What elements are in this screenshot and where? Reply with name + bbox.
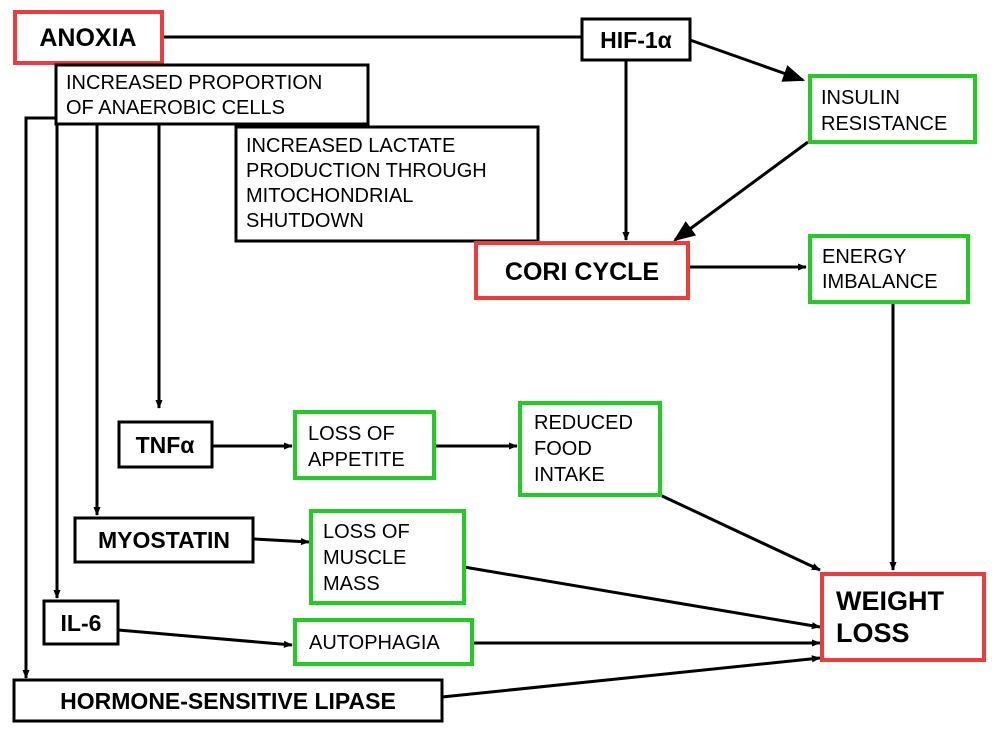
node-loss-of-muscle-mass-line-3: MASS: [323, 573, 380, 595]
edge-anaerobic-hsl: [22, 116, 56, 679]
node-weight-loss: WEIGHT LOSS: [820, 572, 986, 662]
node-lactate-line-3: MITOCHONDRIAL: [246, 185, 413, 207]
node-reduced-food-intake: REDUCED FOOD INTAKE: [518, 401, 662, 497]
node-anoxia: ANOXIA: [13, 10, 164, 65]
node-energy-imbalance: ENERGY IMBALANCE: [808, 234, 970, 304]
node-myostatin-label: MYOSTATIN: [98, 527, 230, 553]
node-autophagia: AUTOPHAGIA: [293, 618, 474, 666]
node-anaerobic-cells-line-1: INCREASED PROPORTION: [66, 72, 322, 94]
node-loss-of-appetite-line-2: APPETITE: [308, 449, 405, 471]
node-energy-imbalance-line-2: IMBALANCE: [822, 271, 938, 293]
node-il6: IL-6: [42, 599, 120, 646]
node-anaerobic-cells: INCREASED PROPORTION OF ANAEROBIC CELLS: [54, 63, 370, 126]
node-loss-of-muscle-mass-line-1: LOSS OF: [323, 521, 410, 543]
edge-insulin-resistance-cori-cycle: [673, 140, 809, 242]
node-loss-of-appetite: LOSS OF APPETITE: [293, 410, 436, 480]
edge-il6-autophagia: [117, 628, 293, 648]
node-cori-cycle: CORI CYCLE: [474, 241, 690, 300]
node-cori-cycle-label: CORI CYCLE: [505, 258, 659, 286]
node-hsl: HORMONE-SENSITIVE LIPASE: [12, 678, 444, 723]
edge-hif1a-insulin-resistance: [689, 38, 806, 82]
node-autophagia-label: AUTOPHAGIA: [309, 632, 440, 654]
edge-loss-of-muscle-mass-weight-loss: [463, 565, 821, 630]
node-lactate: INCREASED LACTATE PRODUCTION THROUGH MIT…: [234, 125, 540, 243]
node-lactate-line-1: INCREASED LACTATE: [246, 135, 455, 157]
node-loss-of-appetite-line-1: LOSS OF: [308, 423, 395, 445]
node-hif1a: HIF-1α: [580, 17, 692, 62]
node-hsl-label: HORMONE-SENSITIVE LIPASE: [60, 688, 396, 714]
edge-hsl-weight-loss: [441, 655, 821, 699]
node-insulin-resistance-line-1: INSULIN: [821, 87, 900, 109]
node-weight-loss-line-1: WEIGHT: [836, 586, 944, 616]
node-anaerobic-cells-line-2: OF ANAEROBIC CELLS: [66, 97, 285, 119]
node-myostatin: MYOSTATIN: [73, 516, 255, 564]
node-loss-of-muscle-mass: LOSS OF MUSCLE MASS: [309, 509, 466, 605]
node-loss-of-muscle-mass-line-2: MUSCLE: [323, 547, 406, 569]
node-reduced-food-intake-line-2: FOOD: [534, 438, 592, 460]
node-insulin-resistance-line-2: RESISTANCE: [821, 113, 947, 135]
node-insulin-resistance: INSULIN RESISTANCE: [808, 74, 977, 144]
node-energy-imbalance-line-1: ENERGY: [822, 246, 906, 268]
node-anoxia-label: ANOXIA: [39, 24, 136, 52]
node-reduced-food-intake-line-1: REDUCED: [534, 412, 633, 434]
node-tnfa: TNFα: [117, 420, 214, 469]
edge-reduced-food-intake-weight-loss: [659, 493, 821, 572]
node-lactate-line-2: PRODUCTION THROUGH: [246, 160, 487, 182]
node-il6-label: IL-6: [61, 610, 102, 636]
node-hif1a-label: HIF-1α: [600, 27, 672, 53]
node-lactate-line-4: SHUTDOWN: [246, 210, 364, 232]
node-weight-loss-line-2: LOSS: [836, 618, 910, 648]
edge-myostatin-loss-of-muscle-mass: [252, 537, 310, 546]
node-reduced-food-intake-line-3: INTAKE: [534, 464, 605, 486]
node-tnfa-label: TNFα: [136, 432, 195, 458]
